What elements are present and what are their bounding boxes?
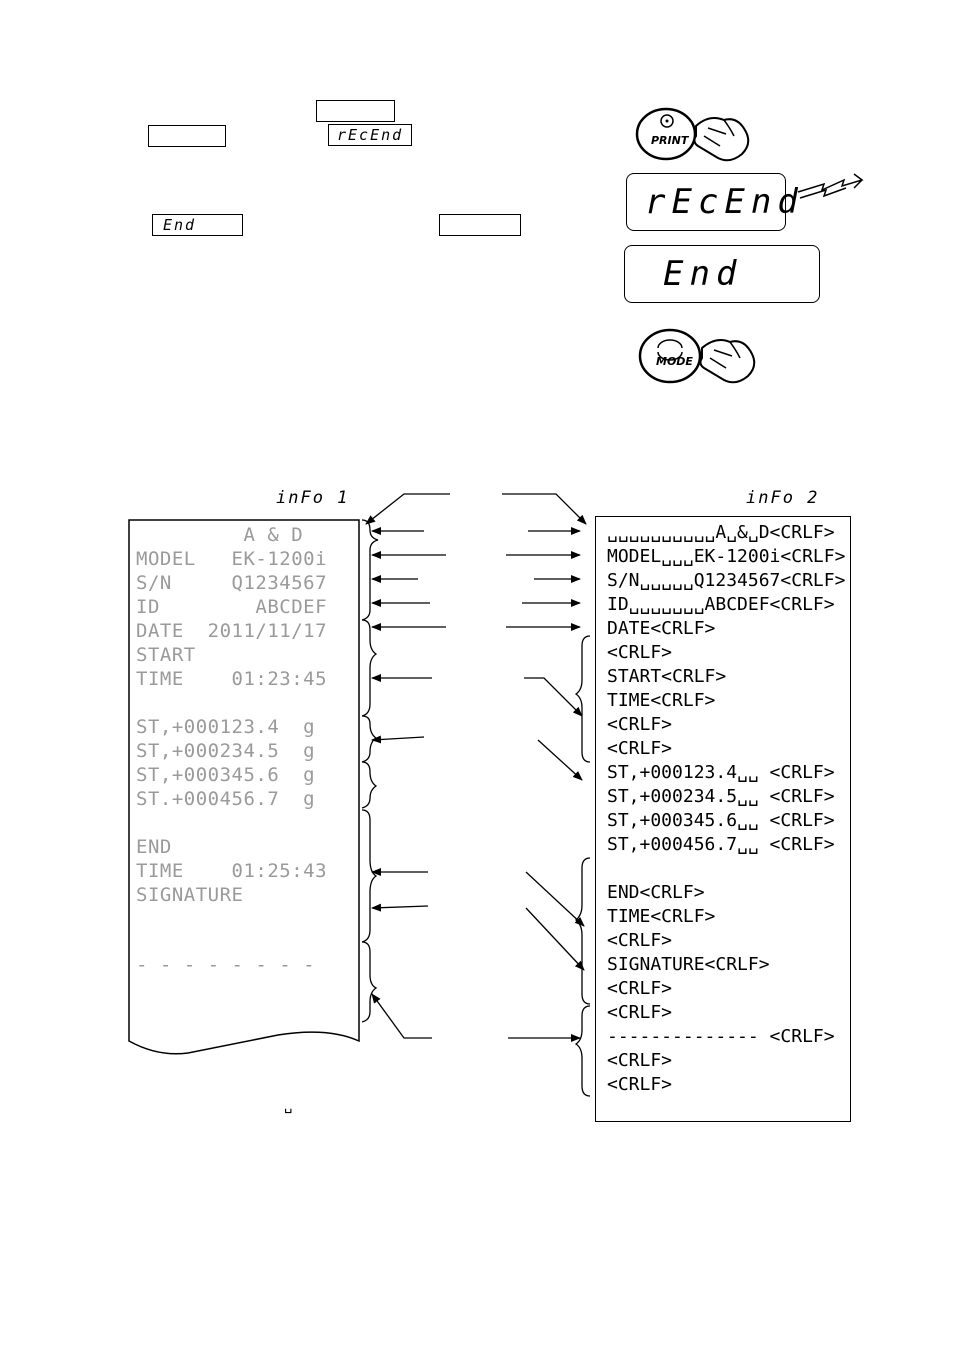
output-line: <CRLF> [607, 738, 673, 759]
recend-small-text: rEcEnd [337, 126, 404, 144]
lcd-end-display: End [624, 245, 820, 303]
output-line: DATE<CRLF> [607, 618, 716, 639]
key-box-left [148, 125, 226, 147]
paper-line: S/N Q1234567 [136, 572, 328, 594]
output-line: ␣␣␣␣␣␣␣␣␣␣A␣&␣D<CRLF> [607, 522, 835, 543]
mode-key-icon: MODE [636, 326, 762, 386]
output-line: <CRLF> [607, 1074, 673, 1095]
paper-line: END [136, 836, 172, 858]
paper-line: START [136, 644, 196, 666]
output-line: MODEL␣␣␣EK-1200i<CRLF> [607, 546, 846, 567]
space-symbol-note: ␣ [284, 1098, 293, 1114]
paper-line: ST,+000123.4 g [136, 716, 316, 738]
paper-line: ST,+000345.6 g [136, 764, 316, 786]
paper-line: DATE 2011/11/17 [136, 620, 328, 642]
key-box-top [316, 100, 395, 122]
output-line: TIME<CRLF> [607, 690, 716, 711]
output-line: <CRLF> [607, 978, 673, 999]
paper-line: SIGNATURE [136, 884, 244, 906]
output-line: <CRLF> [607, 714, 673, 735]
output-line: <CRLF> [607, 1002, 673, 1023]
mode-key-label: MODE [656, 355, 693, 368]
output-line: ST,+000345.6␣␣ <CRLF> [607, 810, 835, 831]
transmit-signal-icon [796, 170, 866, 204]
paper-line: ST.+000456.7 g [136, 788, 316, 810]
print-key-label: PRINT [651, 134, 689, 147]
info2-label: inFo 2 [746, 488, 820, 508]
lcd-recend-text: rEcEnd [645, 182, 804, 222]
paper-line: MODEL EK-1200i [136, 548, 328, 570]
output-line: ID␣␣␣␣␣␣␣ABCDEF<CRLF> [607, 594, 835, 615]
print-key-icon: PRINT [634, 106, 758, 168]
output-line: -------------- <CRLF> [607, 1026, 835, 1047]
output-data-box [595, 516, 851, 1122]
output-line: <CRLF> [607, 930, 673, 951]
output-line: TIME<CRLF> [607, 906, 716, 927]
paper-line: ID ABCDEF [136, 596, 328, 618]
output-line: <CRLF> [607, 642, 673, 663]
output-line: ST,+000456.7␣␣ <CRLF> [607, 834, 835, 855]
paper-line: ST,+000234.5 g [136, 740, 316, 762]
info1-label: inFo 1 [276, 488, 350, 508]
output-line: ST,+000123.4␣␣ <CRLF> [607, 762, 835, 783]
paper-line: - - - - - - - - [136, 954, 316, 976]
output-line: START<CRLF> [607, 666, 727, 687]
key-box-right [439, 214, 521, 236]
printout-paper [128, 519, 362, 1059]
end-small-text: End [163, 216, 197, 234]
output-line: END<CRLF> [607, 882, 705, 903]
output-line: S/N␣␣␣␣␣Q1234567<CRLF> [607, 570, 846, 591]
paper-line: A & D [136, 524, 304, 546]
paper-line: TIME 01:23:45 [136, 668, 328, 690]
lcd-recend-display: rEcEnd [626, 173, 798, 231]
output-line: SIGNATURE<CRLF> [607, 954, 770, 975]
output-line: ST,+000234.5␣␣ <CRLF> [607, 786, 835, 807]
paper-line: TIME 01:25:43 [136, 860, 328, 882]
output-line: <CRLF> [607, 1050, 673, 1071]
end-display-box: End [152, 214, 243, 236]
lcd-end-text: End [663, 254, 743, 294]
recend-display-box: rEcEnd [328, 124, 412, 146]
